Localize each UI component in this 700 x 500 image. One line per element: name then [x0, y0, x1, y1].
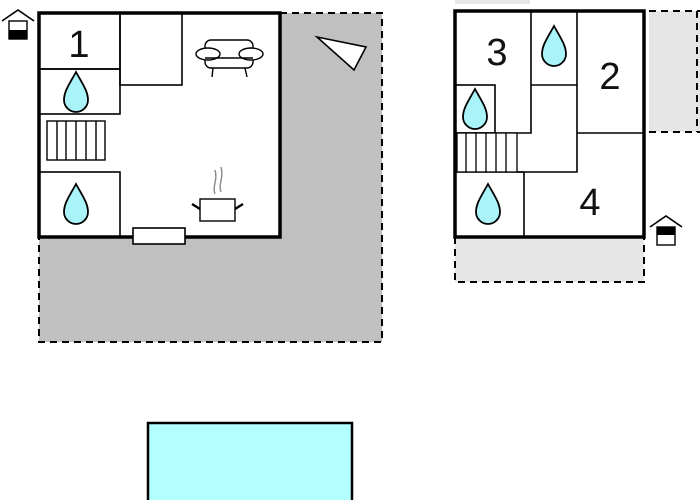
terrace-right — [649, 11, 700, 132]
upper-floor-plan: 3 2 4 — [453, 0, 700, 283]
sofa-icon — [195, 39, 264, 78]
room-label-2: 2 — [599, 56, 620, 98]
entrance-icon — [1, 9, 35, 40]
compass-triangle-icon — [314, 35, 368, 72]
closet — [119, 12, 183, 86]
pool — [146, 421, 354, 500]
bathroom — [38, 68, 121, 115]
terrace-bottom — [455, 237, 644, 282]
stairs-icon — [46, 120, 106, 161]
bathroom — [38, 171, 121, 238]
entrance-icon — [649, 215, 683, 246]
stairs-icon — [456, 132, 518, 173]
window-icon — [132, 227, 186, 245]
room-label-1: 1 — [68, 24, 89, 66]
kitchen-pot-icon — [191, 166, 244, 222]
ground-floor-plan: 1 — [1, 9, 383, 343]
terrace-border — [38, 12, 383, 343]
room-label-4: 4 — [579, 182, 600, 224]
terrace-top — [455, 0, 530, 4]
room-label-3: 3 — [486, 32, 507, 74]
terrace — [39, 13, 382, 342]
